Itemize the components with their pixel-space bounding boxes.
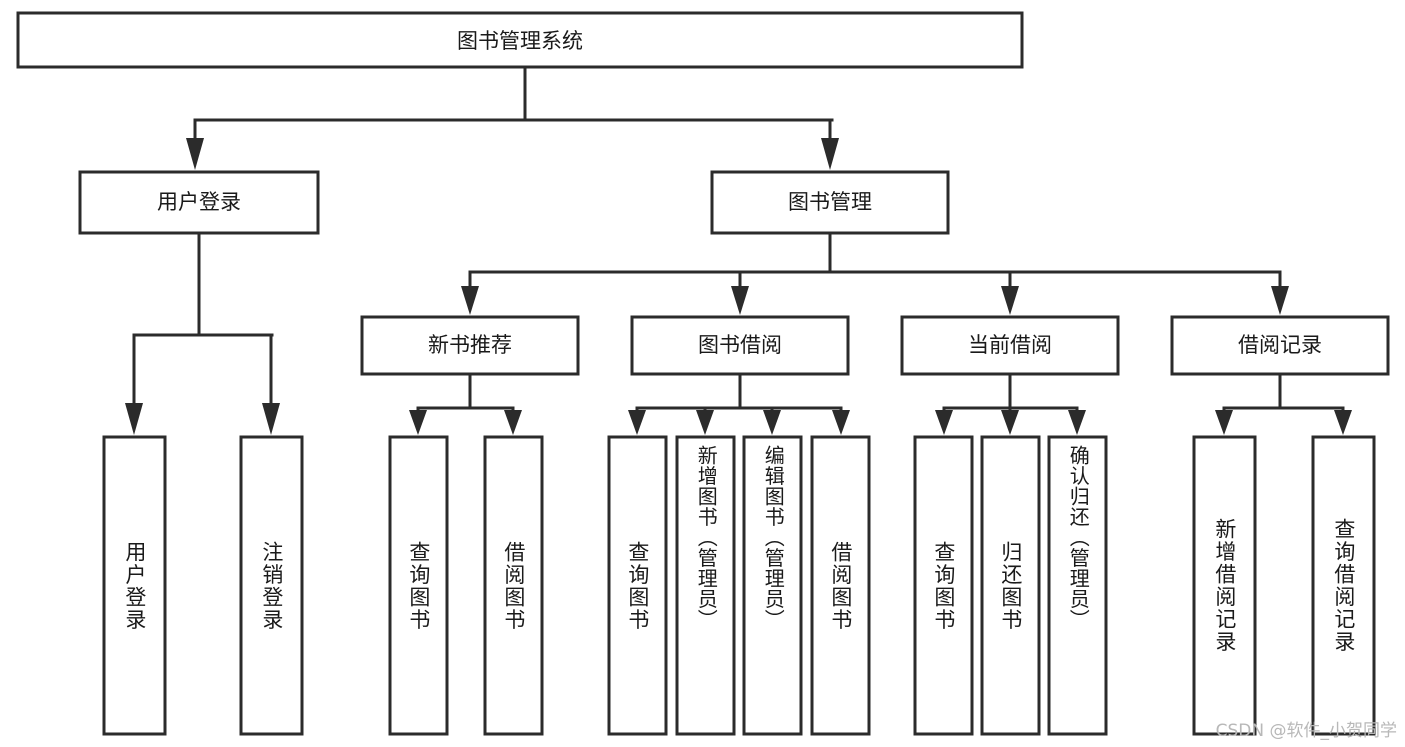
leaf-box-return-book[interactable] (980, 435, 1041, 736)
node-current-borrow-label: 当前借阅 (968, 333, 1052, 357)
arrow-head-leaf (628, 410, 646, 435)
leaf-box-query-borrow-record[interactable] (1311, 435, 1376, 736)
arrow-head-leaf (504, 410, 522, 435)
arrow-head-leaf (1001, 410, 1019, 435)
arrow-head-leaf (1068, 410, 1086, 435)
arrow-head-level3 (461, 286, 479, 315)
node-book-management-box[interactable] (710, 170, 950, 235)
leaf-box-add-book-admin[interactable] (675, 435, 736, 736)
arrow-head-leaf (1334, 410, 1352, 435)
node-user-login-label: 用户登录 (157, 190, 241, 214)
arrow-head-level3 (1271, 286, 1289, 315)
leaf-boxes (102, 435, 1376, 736)
node-book-management[interactable]: 图书管理 (710, 170, 950, 235)
node-root-box[interactable] (16, 11, 1024, 69)
node-borrow-record[interactable]: 借阅记录 (1170, 315, 1390, 376)
node-root-label: 图书管理系统 (457, 29, 583, 53)
arrow-head-leaf (1215, 410, 1233, 435)
leaf-box-query-book-current[interactable] (913, 435, 974, 736)
node-new-book-recommend-label: 新书推荐 (428, 333, 512, 357)
csdn-watermark: CSDN @软件_小贺同学 (1215, 721, 1397, 741)
node-new-book-recommend-box[interactable] (360, 315, 580, 376)
arrow-head-level3 (1001, 286, 1019, 315)
arrow-head-user-login (186, 138, 204, 170)
leaf-box-borrow-book[interactable] (810, 435, 871, 736)
arrow-head-leaf (262, 403, 280, 435)
leaf-box-confirm-return-admin[interactable] (1047, 435, 1108, 736)
node-new-book-recommend[interactable]: 新书推荐 (360, 315, 580, 376)
leaf-box-edit-book-admin[interactable] (742, 435, 803, 736)
connector-current-borrow-to-leaves (935, 372, 1086, 435)
connector-root-to-level2 (186, 65, 839, 170)
arrow-head-level3 (731, 286, 749, 315)
node-borrow-record-label: 借阅记录 (1238, 333, 1322, 357)
connector-user-login-to-leaves (125, 231, 280, 435)
leaf-box-add-borrow-record[interactable] (1192, 435, 1257, 736)
node-book-borrow[interactable]: 图书借阅 (630, 315, 850, 376)
node-book-borrow-label: 图书借阅 (698, 333, 782, 357)
leaf-box-user-login[interactable] (102, 435, 167, 736)
connector-book-manage-to-level3 (461, 231, 1289, 315)
arrow-head-leaf (935, 410, 953, 435)
leaf-box-borrow-book-rec[interactable] (483, 435, 544, 736)
leaf-box-query-book-rec[interactable] (388, 435, 449, 736)
leaf-box-query-book-borrow[interactable] (607, 435, 668, 736)
arrow-head-leaf (409, 410, 427, 435)
node-borrow-record-box[interactable] (1170, 315, 1390, 376)
connector-borrow-record-to-leaves (1215, 372, 1352, 435)
leaf-box-logout[interactable] (239, 435, 304, 736)
node-book-management-label: 图书管理 (788, 190, 872, 214)
arrow-head-leaf (763, 410, 781, 435)
node-user-login-box[interactable] (78, 170, 320, 235)
node-current-borrow-box[interactable] (900, 315, 1120, 376)
arrow-head-leaf (832, 410, 850, 435)
arrow-head-leaf (696, 410, 714, 435)
connector-book-borrow-to-leaves (628, 372, 850, 435)
node-current-borrow[interactable]: 当前借阅 (900, 315, 1120, 376)
node-user-login[interactable]: 用户登录 (78, 170, 320, 235)
connector-new-book-rec-to-leaves (409, 372, 522, 435)
arrow-head-leaf (125, 403, 143, 435)
arrow-head-book-manage (821, 138, 839, 170)
node-book-borrow-box[interactable] (630, 315, 850, 376)
node-root[interactable]: 图书管理系统 (16, 11, 1024, 69)
